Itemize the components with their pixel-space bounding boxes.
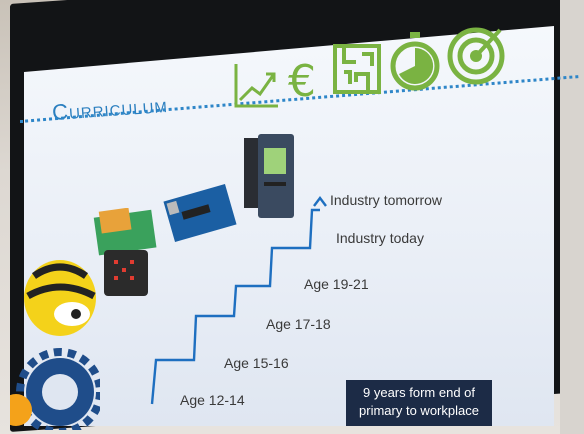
bee-bot-robot — [24, 260, 96, 336]
gear-illustration — [10, 348, 100, 430]
svg-text:€: € — [288, 56, 316, 104]
step-label-age-19-21: Age 19-21 — [304, 276, 369, 292]
step-label-age-17-18: Age 17-18 — [266, 316, 331, 332]
arduino-board — [163, 183, 237, 243]
growth-chart-icon — [234, 64, 278, 108]
target-icon — [447, 27, 505, 85]
step-label-age-15-16: Age 15-16 — [224, 355, 289, 371]
right-wall-edge — [560, 0, 584, 434]
step-label-industry-today: Industry today — [336, 230, 424, 246]
stopwatch-icon — [390, 32, 440, 91]
microbit-board — [93, 208, 157, 296]
plc-controller — [244, 134, 294, 218]
step-label-age-12-14: Age 12-14 — [180, 392, 245, 408]
maze-icon — [333, 44, 381, 94]
duration-note: 9 years form end of primary to workplace — [346, 380, 492, 426]
euro-icon: € — [288, 56, 316, 104]
step-label-industry-tomorrow: Industry tomorrow — [330, 192, 443, 208]
